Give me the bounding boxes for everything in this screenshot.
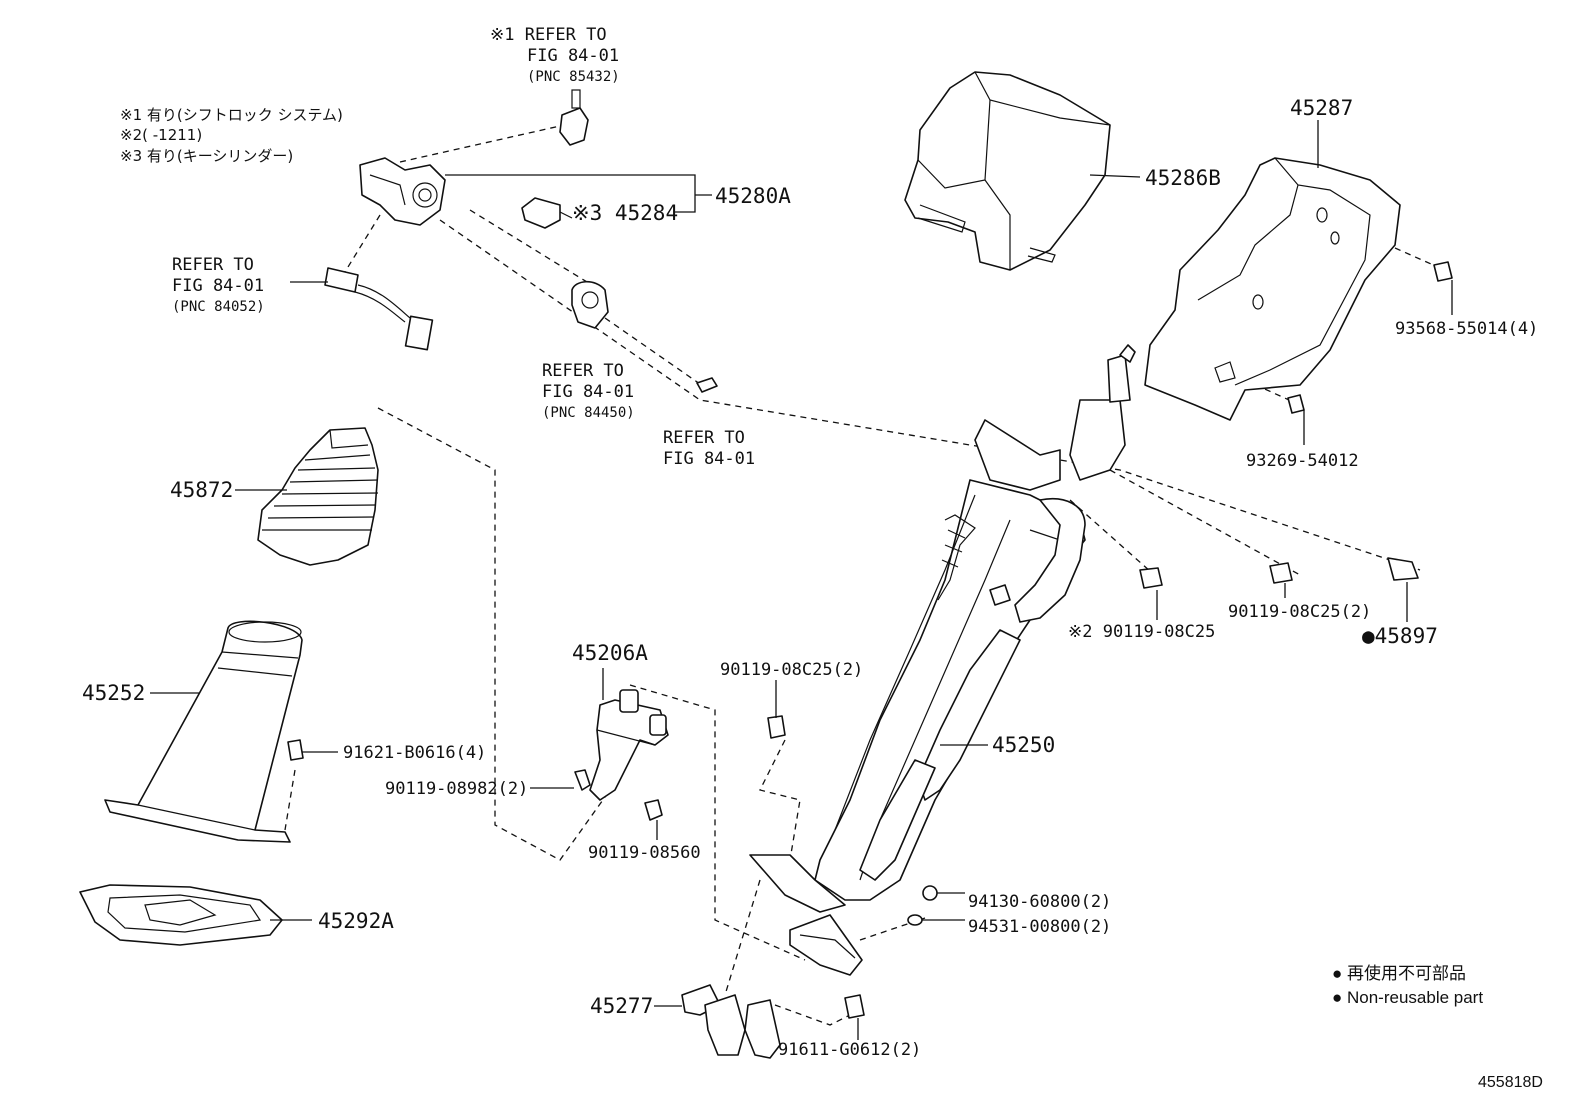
leader-lines <box>150 120 1453 1040</box>
label-45872: 45872 <box>170 478 233 502</box>
label-90119-08C25-2: 90119-08C25(2) <box>1228 602 1371 622</box>
ref-84052-line1: REFER TO <box>172 255 254 275</box>
ref-84-01-line1: REFER TO <box>663 428 745 448</box>
ref-84052-line3: (PNC 84052) <box>172 299 265 315</box>
note-shift-lock: ※1 有り(シフトロック システム) <box>120 106 343 124</box>
label-45897: ●45897 <box>1362 624 1438 648</box>
label-90119-08C25-col: 90119-08C25(2) <box>720 660 863 680</box>
label-93269-54012: 93269-54012 <box>1246 451 1359 471</box>
shift-lock-solenoid <box>559 89 589 146</box>
label-90119-08560: 90119-08560 <box>588 843 701 863</box>
label-91621-B0616: 91621-B0616(4) <box>343 743 486 763</box>
label-94531-00800: 94531-00800(2) <box>968 917 1111 937</box>
label-45292A: 45292A <box>318 909 394 933</box>
dashed-connectors <box>284 125 1441 1026</box>
legend-jp: ● 再使用不可部品 <box>1332 963 1466 983</box>
lower-column-cover-45287 <box>1144 157 1401 421</box>
ref-84-01-line2: FIG 84-01 <box>663 449 755 469</box>
label-93568-55014: 93568-55014(4) <box>1395 319 1538 339</box>
bolts <box>287 261 1453 1019</box>
seal-plate-45292A <box>79 884 283 946</box>
dust-cover-45252 <box>104 620 303 843</box>
label-90119-08C25-note2: ※2 90119-08C25 <box>1068 622 1215 642</box>
label-45284: ※3 45284 <box>572 201 678 225</box>
label-45206A: 45206A <box>572 641 648 665</box>
ref-84450-line3: (PNC 84450) <box>542 405 635 421</box>
ref-84450-line2: FIG 84-01 <box>542 382 634 402</box>
intermediate-shaft-45206A <box>574 689 669 821</box>
ref-85432-line1: ※1 REFER TO <box>490 25 607 45</box>
label-45250: 45250 <box>992 733 1055 757</box>
label-45287: 45287 <box>1290 96 1353 120</box>
label-45286B: 45286B <box>1145 166 1221 190</box>
key-cylinder-45284 <box>521 197 573 229</box>
column-boot-45872 <box>257 427 379 566</box>
ignition-lock-assembly <box>359 157 446 226</box>
ref-85432-line2: FIG 84-01 <box>527 46 619 66</box>
ref-84450-line1: REFER TO <box>542 361 624 381</box>
steering-column-45250 <box>749 344 1136 976</box>
bracket-45277 <box>681 984 781 1059</box>
label-45277: 45277 <box>590 994 653 1018</box>
figure-id: 455818D <box>1478 1074 1543 1091</box>
switch-84450 <box>571 280 609 329</box>
label-94130-60800: 94130-60800(2) <box>968 892 1111 912</box>
small-screw-84-01 <box>696 377 718 393</box>
note-model-code: ※2( -1211) <box>120 126 202 144</box>
label-45280A: 45280A <box>715 184 791 208</box>
label-45252: 45252 <box>82 681 145 705</box>
note-key-cylinder: ※3 有り(キーシリンダー) <box>120 147 293 165</box>
ref-85432-line3: (PNC 85432) <box>527 69 620 85</box>
label-91611-G0612: 91611-G0612(2) <box>778 1040 921 1060</box>
upper-column-cover-45286B <box>904 71 1111 271</box>
wire-connector-84052 <box>324 267 434 351</box>
ref-84052-line2: FIG 84-01 <box>172 276 264 296</box>
legend-en: ● Non-reusable part <box>1332 988 1483 1007</box>
label-90119-08982: 90119-08982(2) <box>385 779 528 799</box>
